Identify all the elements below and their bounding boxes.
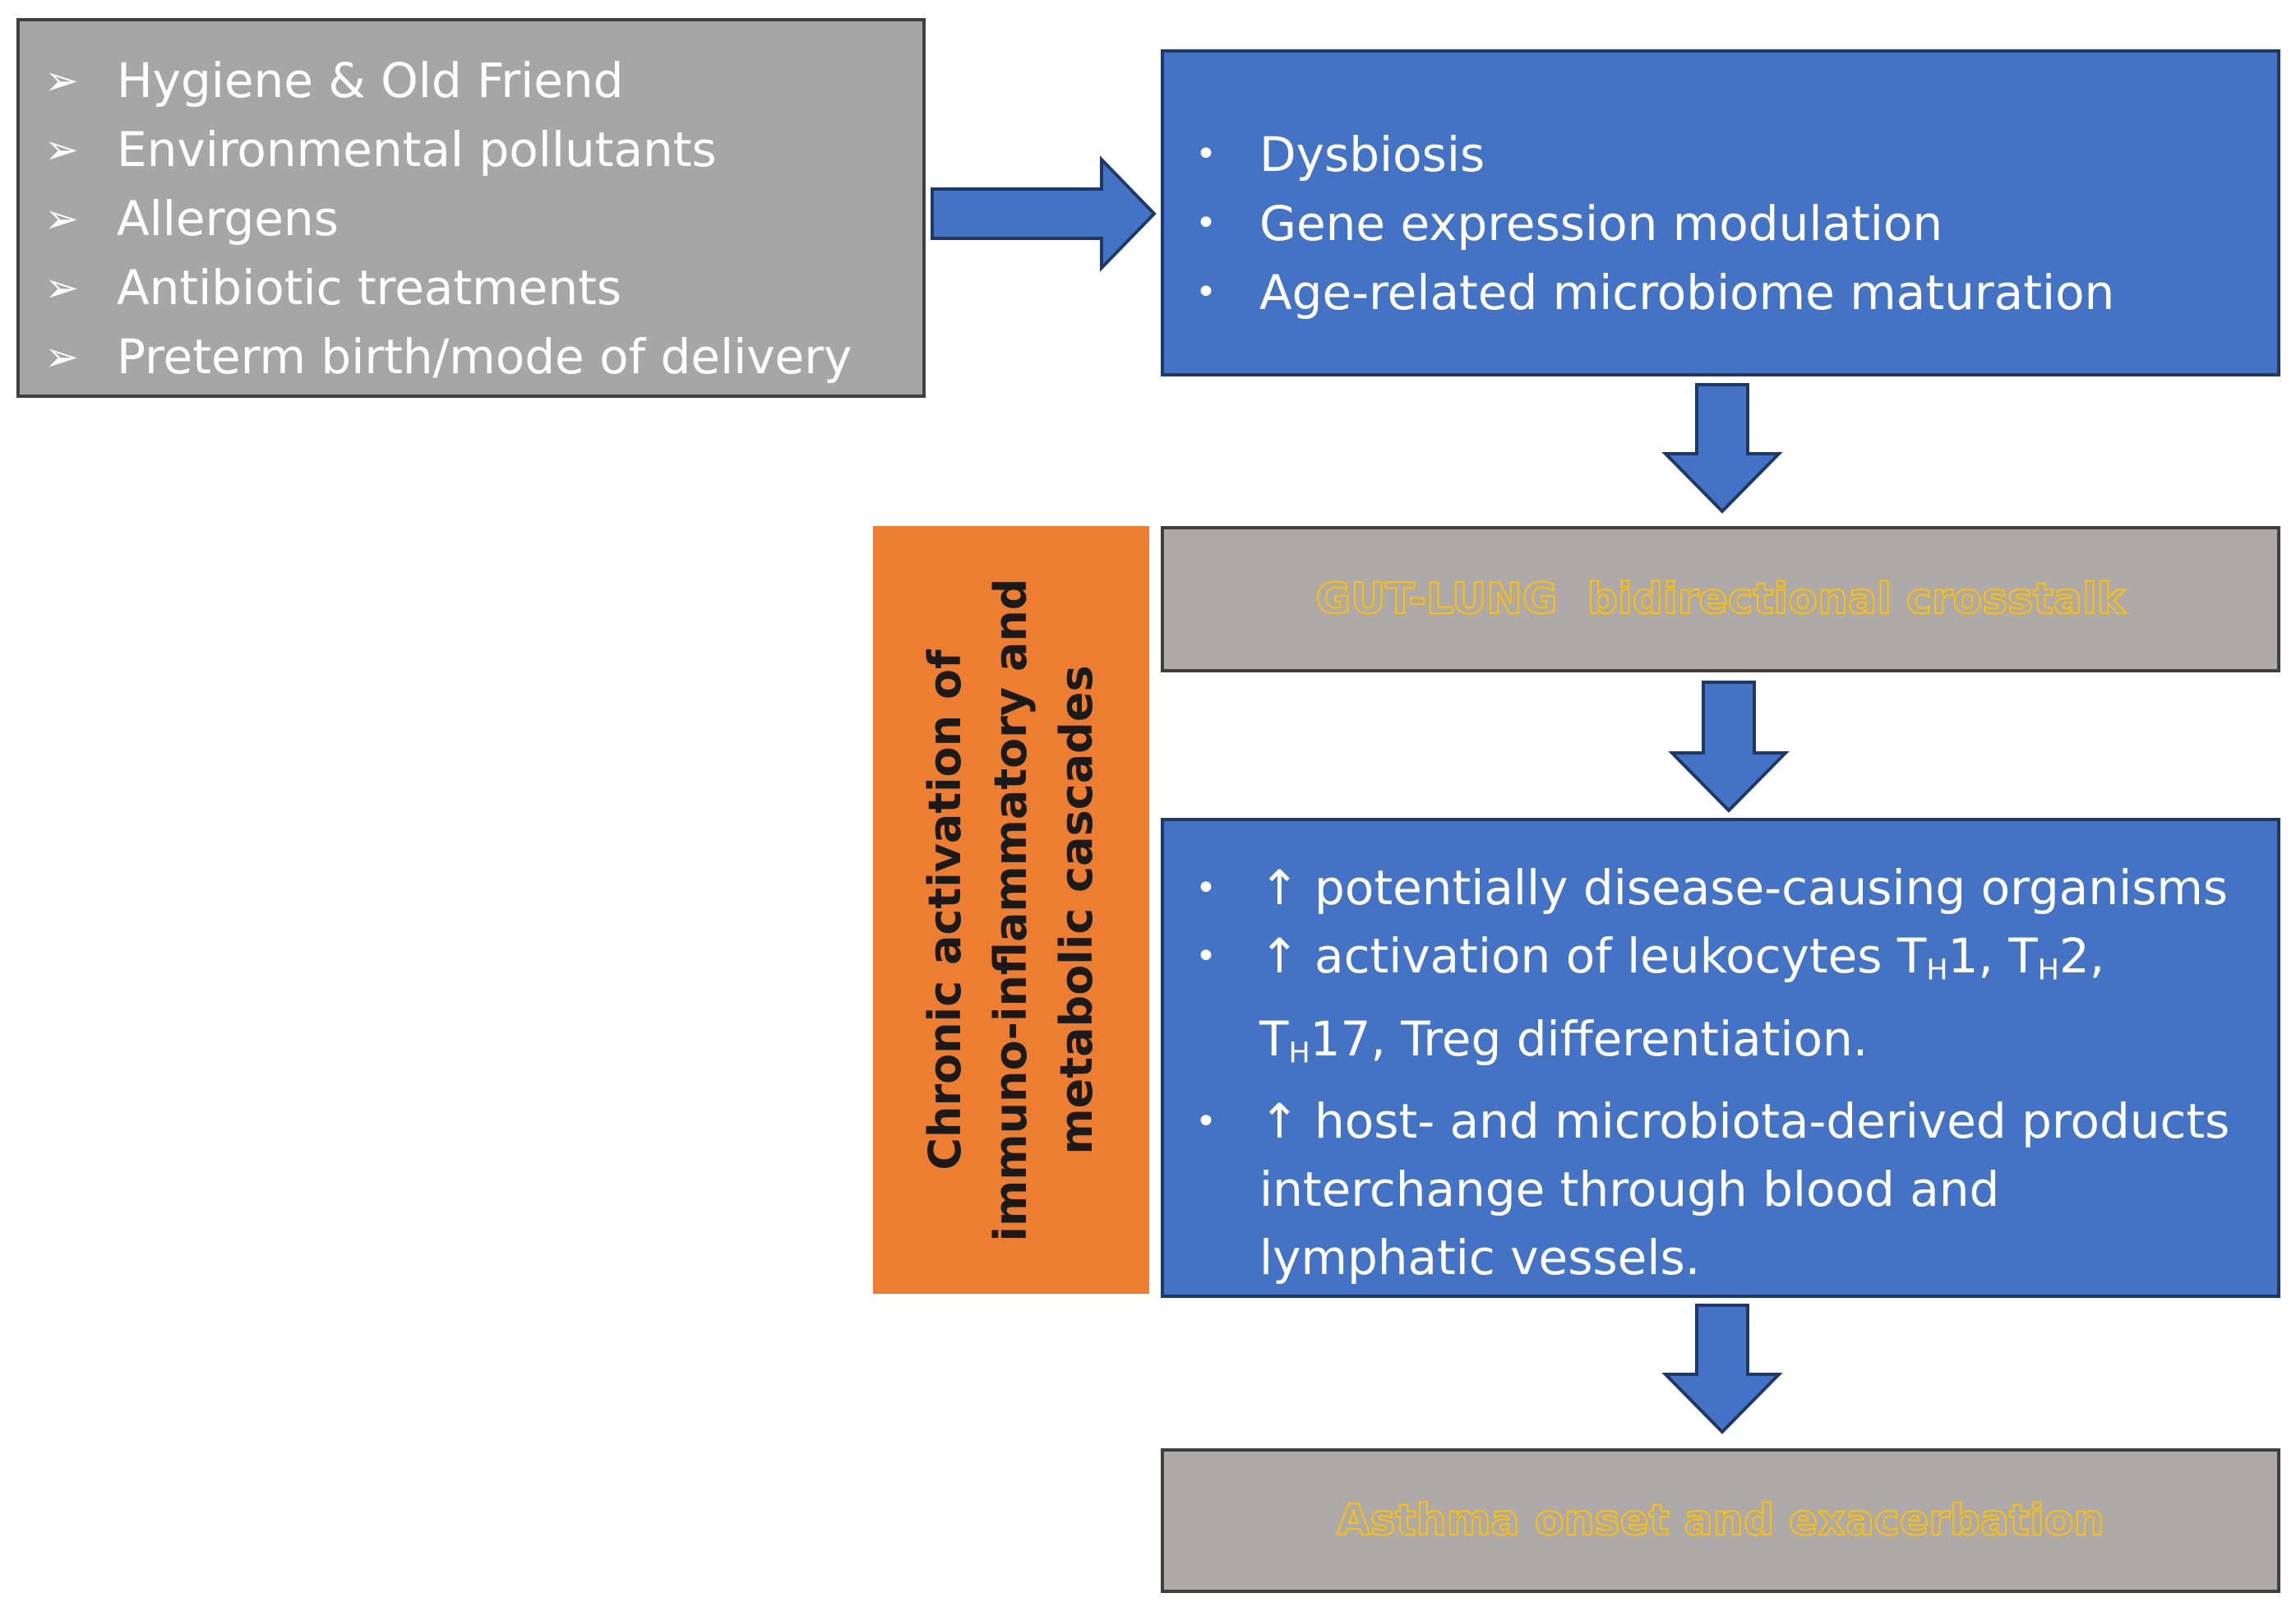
effect-item: •↑ activation of leukocytes TH1, TH2, TH… bbox=[1164, 922, 2246, 1087]
right-arrow-icon bbox=[931, 155, 1157, 272]
risk-factor-item: ➢Environmental pollutants bbox=[20, 115, 922, 184]
mechanism-item: •Dysbiosis bbox=[1164, 120, 2277, 189]
down-arrow-icon bbox=[1661, 1304, 1783, 1434]
effects-list: •↑ potentially disease-causing organisms… bbox=[1164, 854, 2277, 1292]
mechanism-item: •Age-related microbiome maturation bbox=[1164, 258, 2277, 327]
gut-lung-crosstalk-label: GUT-LUNG bidirectional crosstalk bbox=[1315, 574, 2127, 625]
bullet-icon: • bbox=[1195, 867, 1217, 909]
bullet-icon: • bbox=[1195, 271, 1217, 313]
mechanism-item: •Gene expression modulation bbox=[1164, 189, 2277, 258]
arrow-bullet-icon: ➢ bbox=[44, 195, 79, 242]
risk-factor-item: ➢Allergens bbox=[20, 184, 922, 253]
bullet-icon: • bbox=[1195, 133, 1217, 175]
bullet-icon: • bbox=[1195, 1101, 1217, 1143]
chronic-activation-label: Chronic activation of immuno-inflammator… bbox=[919, 578, 1102, 1242]
arrow-bullet-icon: ➢ bbox=[44, 57, 79, 104]
risk-factors-box: ➢Hygiene & Old Friend ➢Environmental pol… bbox=[16, 18, 926, 398]
risk-factor-item: ➢Hygiene & Old Friend bbox=[20, 46, 922, 115]
effect-item: •↑ host- and microbiota-derived products… bbox=[1164, 1087, 2246, 1292]
risk-factor-item: ➢Preterm birth/mode of delivery bbox=[20, 322, 922, 391]
effects-box: •↑ potentially disease-causing organisms… bbox=[1161, 818, 2280, 1298]
mechanisms-box: •Dysbiosis •Gene expression modulation •… bbox=[1161, 49, 2280, 376]
arrow-bullet-icon: ➢ bbox=[44, 126, 79, 173]
bullet-icon: • bbox=[1195, 935, 1217, 977]
risk-factors-list: ➢Hygiene & Old Friend ➢Environmental pol… bbox=[20, 46, 922, 391]
gut-lung-crosstalk-box: GUT-LUNG bidirectional crosstalk bbox=[1161, 526, 2280, 672]
risk-factor-item: ➢Antibiotic treatments bbox=[20, 253, 922, 322]
arrow-bullet-icon: ➢ bbox=[44, 264, 79, 312]
down-arrow-icon bbox=[1661, 383, 1783, 514]
arrow-bullet-icon: ➢ bbox=[44, 333, 79, 381]
mechanisms-list: •Dysbiosis •Gene expression modulation •… bbox=[1164, 120, 2277, 327]
effect-item: •↑ potentially disease-causing organisms bbox=[1164, 854, 2246, 922]
down-arrow-icon bbox=[1668, 681, 1790, 813]
asthma-outcome-box: Asthma onset and exacerbation bbox=[1161, 1448, 2280, 1593]
bullet-icon: • bbox=[1195, 202, 1217, 244]
asthma-outcome-label: Asthma onset and exacerbation bbox=[1336, 1495, 2104, 1546]
chronic-activation-box: Chronic activation of immuno-inflammator… bbox=[873, 526, 1149, 1294]
